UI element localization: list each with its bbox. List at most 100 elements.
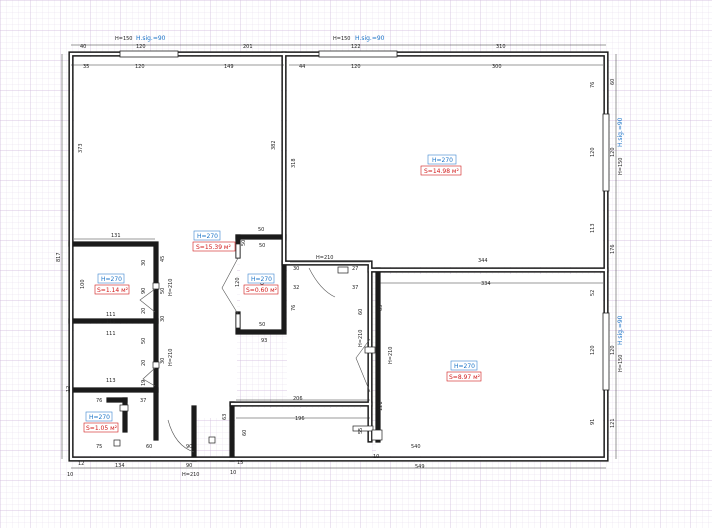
dim-top-inner-2: 120 xyxy=(135,64,145,70)
room-label-bath: H=270 S=1.05 м² xyxy=(83,411,119,433)
dim-right-sill-1: H.sig.=90 xyxy=(617,117,624,147)
room-area: S=1.05 м² xyxy=(86,425,118,432)
dim-top-outer-5: 310 xyxy=(496,44,506,50)
dim-sv-8: 30 xyxy=(160,358,166,364)
dim-right-7: 52 xyxy=(590,290,596,296)
dim-sv-10: 19 xyxy=(141,380,147,386)
dim-bottom-121: 121 xyxy=(378,401,384,411)
doors xyxy=(113,243,383,453)
room-height: H=270 xyxy=(454,363,475,370)
dim-right-window-2: H=150 xyxy=(618,355,624,373)
dim-sv-7: 50 xyxy=(141,338,147,344)
dim-bottom-55: 55 xyxy=(358,428,364,434)
door-label-bottom-room: H=210 xyxy=(358,330,364,348)
dim-br-12: 12 xyxy=(66,386,72,392)
dim-bottom-65: 65 xyxy=(378,305,384,311)
dim-small-100: 100 xyxy=(80,279,86,289)
dim-right-1: 60 xyxy=(610,79,616,85)
room-fills xyxy=(74,57,603,458)
dim-top-inner-4: 44 xyxy=(299,64,305,70)
room-height: H=270 xyxy=(101,276,122,283)
dim-br-10b: 10 xyxy=(230,470,236,476)
room-label-corridor: H=270 S=15.39 м² xyxy=(192,230,236,252)
door-label-mid: H=210 xyxy=(316,255,334,261)
room-height: H=270 xyxy=(89,414,110,421)
dim-br-75: 75 xyxy=(96,444,102,450)
bottom-dimensions: 76 37 12 75 60 134 90 90 12 10 15 63 540… xyxy=(66,386,425,478)
right-dimensions: 60 76 120 120 113 176 52 120 120 91 121 … xyxy=(590,79,624,428)
dim-window-height-2: H=150 xyxy=(333,36,351,42)
dim-br-15: 15 xyxy=(237,460,243,466)
dim-br-10a: 10 xyxy=(67,472,73,478)
dimension-lines xyxy=(61,44,617,469)
dim-right-window-1: H=150 xyxy=(618,158,624,176)
dim-mid-318: 318 xyxy=(291,158,297,168)
dim-sv-1: 30 xyxy=(141,260,147,266)
dim-sv-4: 50 xyxy=(160,288,166,294)
dim-bottom-60a: 60 xyxy=(242,430,248,436)
dim-small-111b: 111 xyxy=(106,331,116,337)
dim-small-111a: 111 xyxy=(106,312,116,318)
dim-mid-344: 344 xyxy=(478,258,488,264)
door-label-bottom: H=210 xyxy=(182,472,200,478)
door-label-left-1: H=210 xyxy=(168,279,174,297)
room-area: S=1.14 м² xyxy=(97,287,129,294)
dim-window-sill-1: H.sig.=90 xyxy=(136,35,166,42)
dim-br-90a: 90 xyxy=(186,444,192,450)
room-height: H=270 xyxy=(432,157,453,164)
room-area: S=15.39 м² xyxy=(196,244,231,251)
dim-br-540: 540 xyxy=(411,444,421,450)
room-area: S=14.98 м² xyxy=(424,168,459,175)
dim-corridor-3: 120 xyxy=(235,277,241,287)
dim-br-90b: 90 xyxy=(186,463,192,469)
dim-sv-6: 30 xyxy=(160,316,166,322)
dim-right-sill-2: H.sig.=90 xyxy=(617,315,624,345)
dim-bottom-206: 206 xyxy=(293,396,303,402)
dim-sv-9: 20 xyxy=(141,360,147,366)
dim-right-9: 120 xyxy=(590,345,596,355)
dim-left-room: 373 xyxy=(78,143,84,153)
dim-right-8: 120 xyxy=(610,345,616,355)
dim-right-3: 120 xyxy=(610,147,616,157)
dim-top-outer-2: 120 xyxy=(136,44,146,50)
dim-br-12b: 12 xyxy=(78,461,84,467)
dim-right-5: 113 xyxy=(590,223,596,233)
bottom-room-dimensions: 206 196 60 55 60 65 121 xyxy=(242,305,384,436)
vertical-dimensions: 817 373 382 318 131 xyxy=(56,140,297,262)
dim-mid-30: 30 xyxy=(293,266,299,272)
dim-br-37: 37 xyxy=(140,398,146,404)
dim-sv-3: 90 xyxy=(141,288,147,294)
dim-br-134: 134 xyxy=(115,463,125,469)
dim-right-11: 121 xyxy=(610,418,616,428)
dim-mid-wall: 382 xyxy=(271,140,277,150)
dim-mid-32: 32 xyxy=(293,285,299,291)
dim-mid-37: 37 xyxy=(352,285,358,291)
dim-mid-93: 93 xyxy=(261,338,267,344)
dim-window-sill-2: H.sig.=90 xyxy=(355,35,385,42)
door-label-left-2: H=210 xyxy=(168,349,174,367)
dim-top-inner-5: 120 xyxy=(351,64,361,70)
dim-br-60: 60 xyxy=(146,444,152,450)
dim-mid-334: 334 xyxy=(481,281,491,287)
dim-corridor-6: 50 xyxy=(241,240,247,246)
dim-top-outer-1: 40 xyxy=(80,44,86,50)
small-room-dimensions: 100 111 111 111 113 30 45 90 50 20 30 50… xyxy=(80,256,394,386)
dim-top-inner-3: 149 xyxy=(224,64,234,70)
dim-corridor-1: 50 xyxy=(258,227,264,233)
room-label-small-2: H=270 S=0.60 м² xyxy=(243,273,279,295)
dim-right-6: 176 xyxy=(610,244,616,254)
top-dimensions: 40 120 201 122 310 H=150 H.sig.=90 H=150… xyxy=(80,35,506,70)
dim-small-113: 113 xyxy=(106,378,116,384)
dim-small-111c: 111 xyxy=(106,319,116,325)
dim-window-height-1: H=150 xyxy=(115,36,133,42)
room-height: H=270 xyxy=(197,233,218,240)
dim-top-inner-6: 300 xyxy=(492,64,502,70)
dim-mid-27: 27 xyxy=(352,266,358,272)
door-label-right-room: H=210 xyxy=(388,347,394,365)
windows xyxy=(119,50,610,391)
dim-br-10c: 10 xyxy=(373,454,379,460)
room-label-big-top: H=270 S=14.98 м² xyxy=(420,154,462,176)
room-area: S=0.60 м² xyxy=(246,287,278,294)
dim-top-outer-4: 122 xyxy=(351,44,361,50)
